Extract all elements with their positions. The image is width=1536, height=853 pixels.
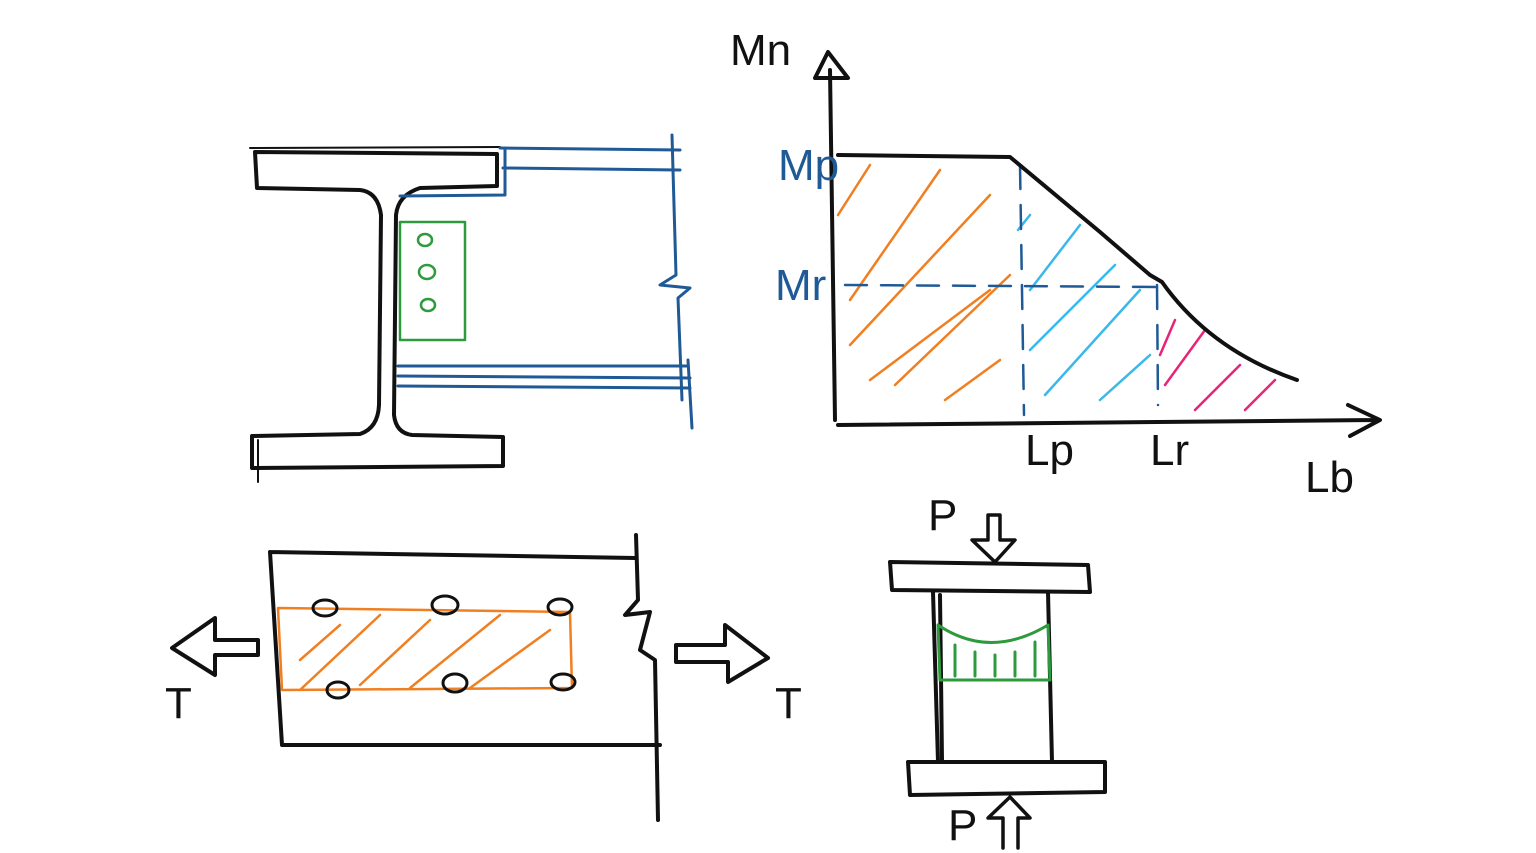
plastic-zone-hatch [836, 163, 1012, 402]
lr-dashed-line [1155, 283, 1160, 407]
bottom-load-label: P [948, 801, 977, 850]
inelastic-zone-hatch [1016, 213, 1152, 402]
lp-label: Lp [1025, 426, 1074, 475]
plate-outline [268, 533, 662, 822]
mn-axis-label: Mn [730, 26, 791, 75]
bottom-load-arrow [986, 795, 1032, 850]
block-shear-region [276, 606, 574, 692]
moment-capacity-graph: Mn Mp Mr Lp Lr Lb [730, 26, 1382, 502]
bottom-bearing-plate [906, 760, 1107, 797]
x-axis [836, 403, 1382, 438]
elastic-zone-hatch [1158, 318, 1277, 412]
mr-label: Mr [775, 261, 826, 310]
beam-break-line [658, 133, 694, 430]
bolt-hole [546, 597, 574, 617]
bolt-hole [430, 594, 460, 616]
lb-axis-label: Lb [1305, 453, 1354, 502]
right-tension-arrow [674, 623, 770, 684]
bolt-hole [311, 598, 339, 618]
beam-bottom-flange [396, 364, 692, 390]
bearing-stress-distribution [936, 623, 1052, 682]
i-beam-section [249, 146, 505, 483]
bolt-holes [311, 594, 577, 700]
lr-label: Lr [1150, 426, 1189, 475]
i-beam-outline [250, 150, 505, 470]
shear-tab-plate [398, 220, 467, 342]
tension-plate: T T [165, 533, 802, 822]
bolt [419, 297, 437, 313]
beam-top-flange [398, 146, 682, 198]
tension-left-label: T [165, 679, 192, 728]
top-load-arrow [970, 513, 1017, 564]
y-axis [813, 50, 850, 422]
left-tension-arrow [170, 616, 260, 677]
bolt [417, 263, 437, 281]
shear-tab [398, 220, 467, 342]
compression-column: P P [888, 491, 1107, 850]
bolt-hole [325, 680, 351, 700]
bolt [416, 232, 434, 248]
tension-right-label: T [775, 679, 802, 728]
bolt-hole [441, 672, 469, 694]
lp-dashed-line [1018, 163, 1026, 417]
mr-dashed-line [843, 283, 1162, 289]
top-load-label: P [928, 491, 957, 540]
top-bearing-plate [888, 560, 1092, 594]
mn-curve [836, 153, 1299, 382]
mp-label: Mp [778, 141, 839, 190]
i-beam-sketch-lines [249, 146, 501, 483]
connected-beam [396, 133, 694, 430]
bolt-hole [549, 672, 577, 692]
